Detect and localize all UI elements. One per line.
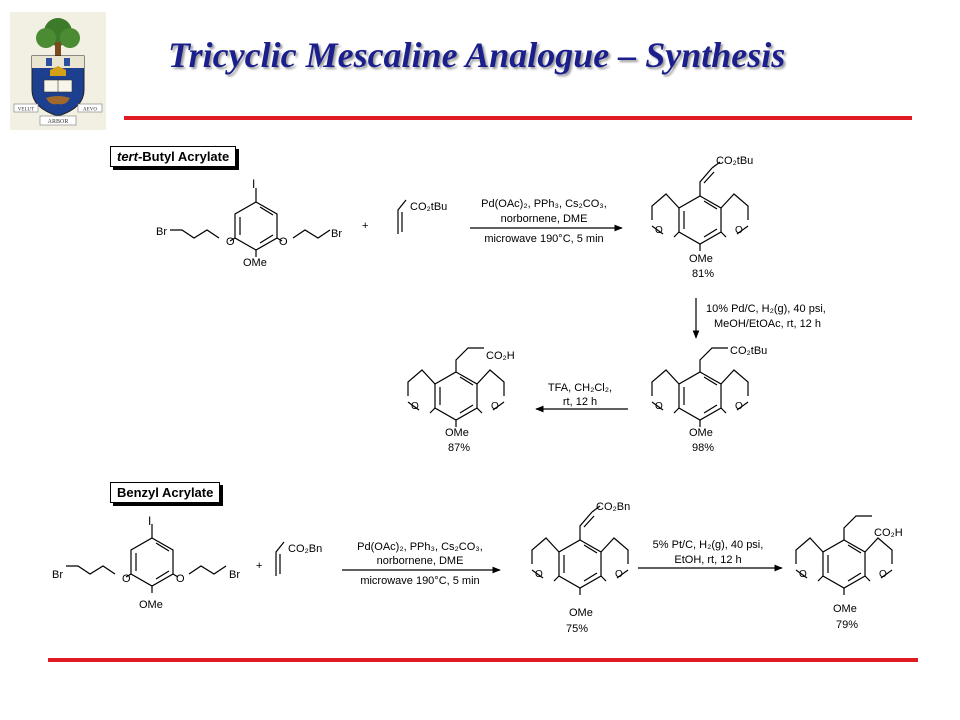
s1-p3-sub: CO₂H [486, 350, 515, 362]
s1-p3-yield: 87% [448, 442, 470, 454]
s1-p2-sub: CO₂tBu [730, 345, 767, 357]
s2-sm-iodine: I [148, 514, 151, 528]
s1-sm-o-right: O [279, 236, 288, 248]
s2-p2-o-right: O [879, 569, 887, 580]
s2-cond1-line2: norbornene, DME [377, 555, 464, 567]
crest-motto-right: AEVO [83, 108, 97, 113]
s2-p2-ome: OMe [833, 603, 857, 615]
s2-sm-br-left: Br [52, 569, 63, 581]
s1-p1-yield: 81% [692, 268, 714, 280]
s2-reagent: CO₂Bn [288, 543, 322, 555]
s1-p2-ome: OMe [689, 427, 713, 439]
s1-p1-ome: OMe [689, 253, 713, 265]
top-rule [124, 116, 912, 120]
university-crest-logo: VELUT AEVO ARBOR [10, 12, 106, 130]
s1-p3-o-right: O [491, 401, 499, 412]
s1-p2-yield: 98% [692, 442, 714, 454]
s2-p2-sub: CO₂H [874, 527, 903, 539]
s1-p1-o-right: O [735, 225, 743, 236]
s2-cond2-line1: 5% Pt/C, H₂(g), 40 psi, [653, 539, 764, 551]
s2-p2-o-left: O [799, 569, 807, 580]
s2-p1-o-left: O [535, 569, 543, 580]
section2-label-text: Benzyl Acrylate [117, 485, 214, 500]
s1-sm-ome: OMe [243, 257, 267, 269]
s1-reagent: CO₂tBu [410, 201, 447, 213]
s1-p3-o-left: O [411, 401, 419, 412]
s1-sm-o-left: O [226, 236, 235, 248]
s1-cond1-line2: norbornene, DME [501, 213, 588, 225]
s2-sm-br-right: Br [229, 569, 240, 581]
section1-label: tert-Butyl Acrylate [110, 146, 237, 167]
s1-sm-iodine: I [252, 177, 255, 191]
s1-cond3-line2: rt, 12 h [563, 396, 597, 408]
section1-label-prefix: tert [117, 149, 138, 164]
s1-sm-br-left: Br [156, 226, 167, 238]
s2-cond1-line1: Pd(OAc)₂, PPh₃, Cs₂CO₃, [357, 541, 483, 553]
s1-cond3-line1: TFA, CH₂Cl₂, [548, 382, 612, 394]
s1-cond1-line1: Pd(OAc)₂, PPh₃, Cs₂CO₃, [481, 198, 607, 210]
s2-cond2-line2: EtOH, rt, 12 h [674, 554, 741, 566]
s1-sm-br-right: Br [331, 228, 342, 240]
s1-plus: + [362, 220, 368, 232]
s2-p1-o-right: O [615, 569, 623, 580]
s2-p1-ome: OMe [569, 607, 593, 619]
s2-plus: + [256, 560, 262, 572]
crest-motto-bottom: ARBOR [48, 119, 69, 125]
slide-title: Tricyclic Mescaline Analogue – Synthesis [168, 35, 786, 75]
s2-sm-o-left: O [122, 573, 131, 585]
s1-p3-ome: OMe [445, 427, 469, 439]
s2-p1-sub: CO₂Bn [596, 501, 630, 513]
section2-label: Benzyl Acrylate [110, 482, 221, 503]
bottom-rule [48, 658, 918, 662]
s1-p1-sub: CO₂tBu [716, 155, 753, 167]
s2-sm-o-right: O [176, 573, 185, 585]
s1-p2-o-left: O [655, 401, 663, 412]
crest-motto-left: VELUT [18, 108, 34, 113]
s1-cond1-line3: microwave 190°C, 5 min [484, 233, 603, 245]
s1-p1-o-left: O [655, 225, 663, 236]
s2-p2-yield: 79% [836, 619, 858, 631]
s2-cond1-line3: microwave 190°C, 5 min [360, 575, 479, 587]
section1-label-rest: -Butyl Acrylate [137, 149, 230, 164]
s1-cond2-line1: 10% Pd/C, H₂(g), 40 psi, [706, 303, 826, 315]
s1-cond2-line2: MeOH/EtOAc, rt, 12 h [714, 318, 821, 330]
s2-sm-ome: OMe [139, 599, 163, 611]
s1-p2-o-right: O [735, 401, 743, 412]
s2-p1-yield: 75% [566, 623, 588, 635]
